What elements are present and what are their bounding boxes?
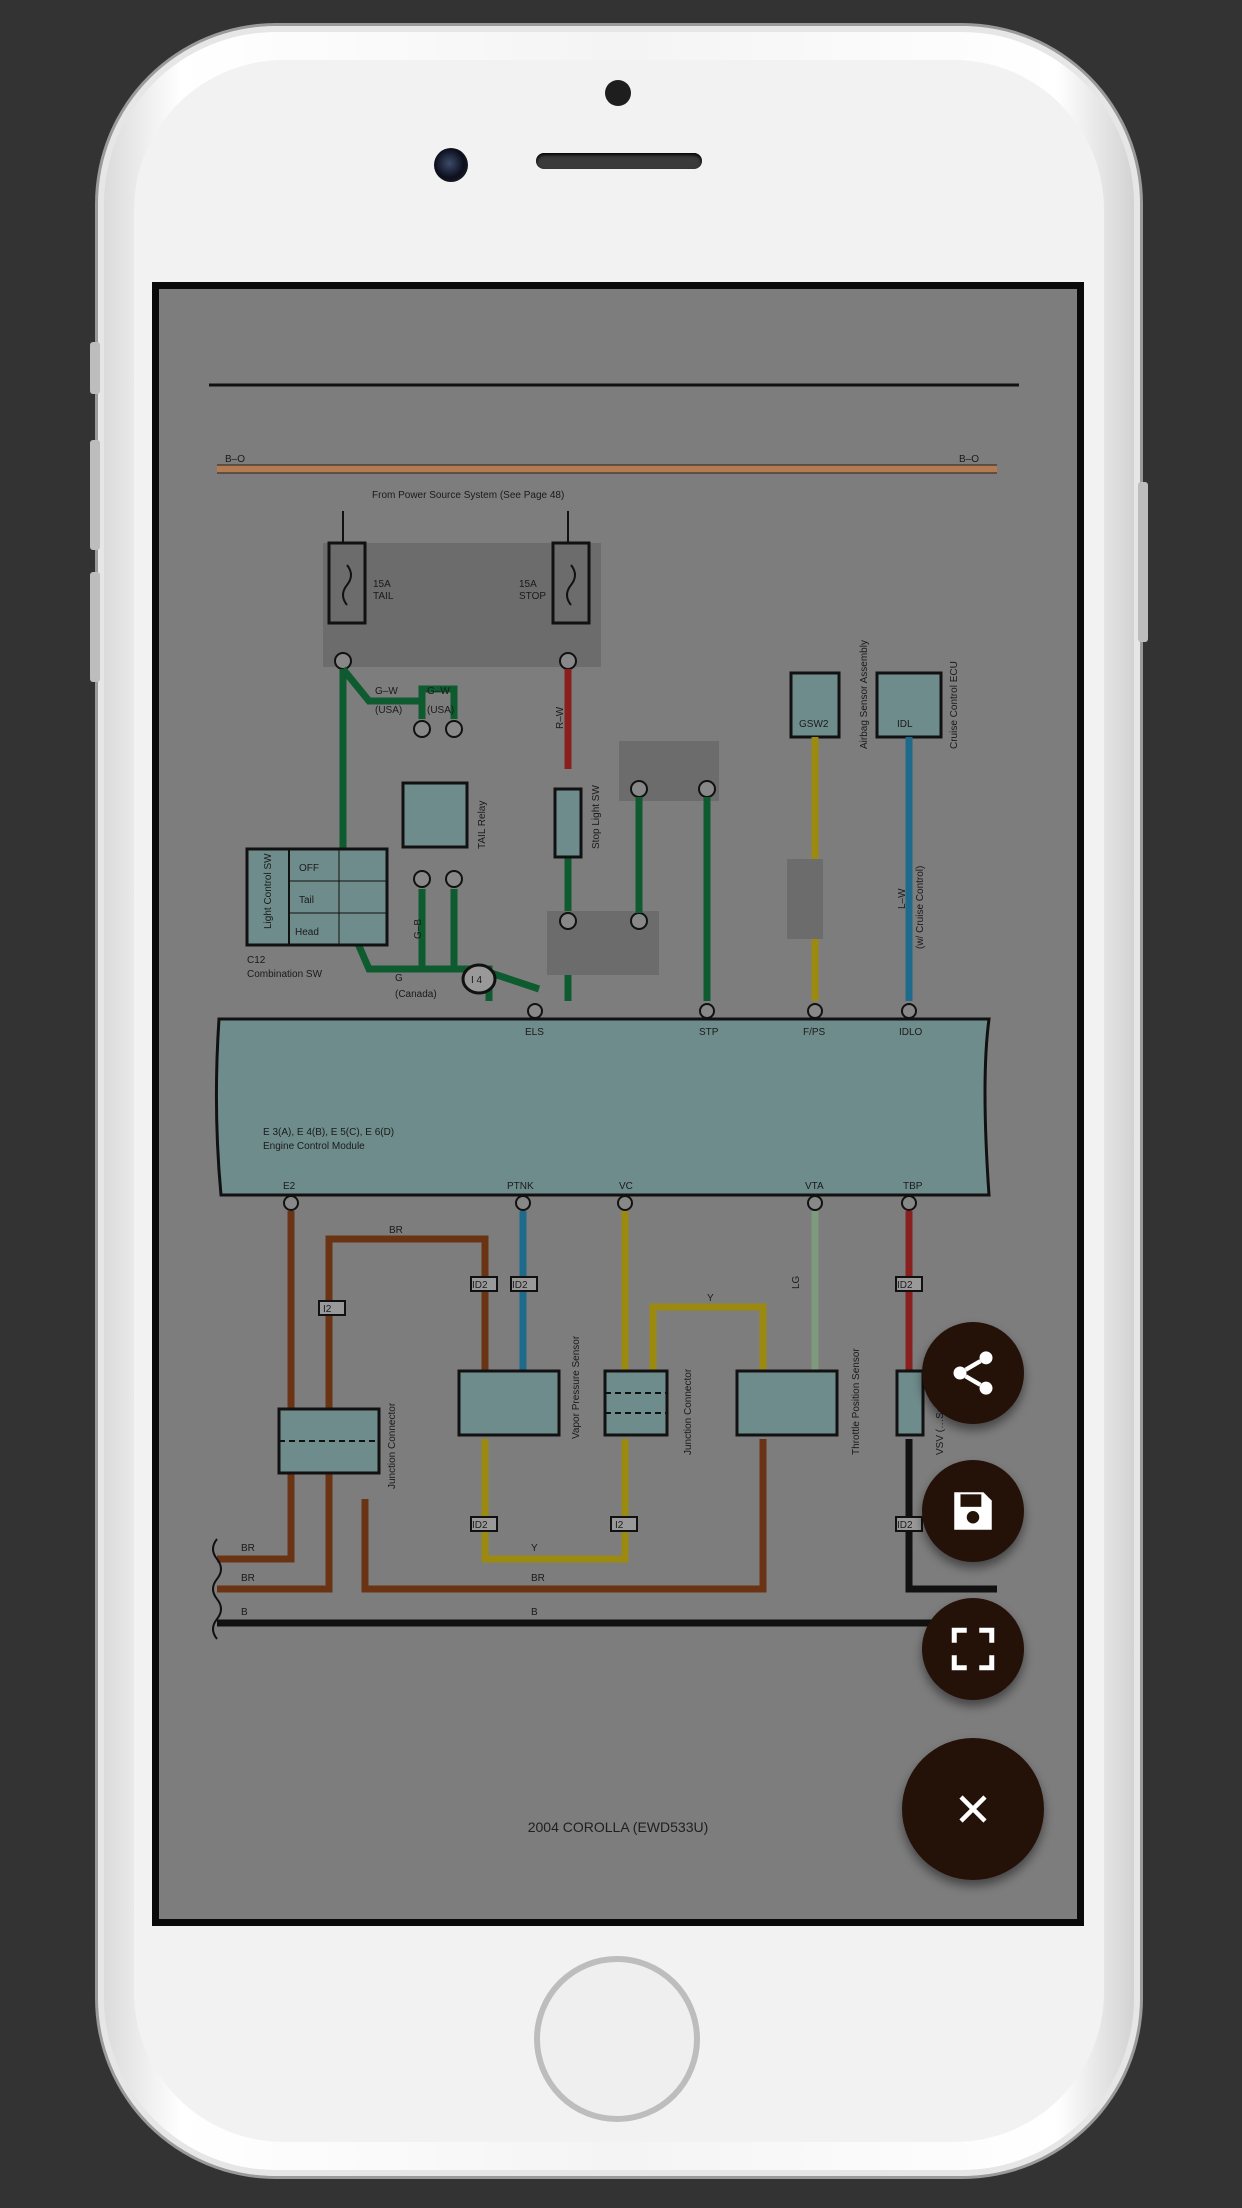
wire-lw-label: L–W [897, 888, 908, 909]
wire-b-1: B [241, 1607, 248, 1618]
fuse-tail-rating: 15A [373, 579, 391, 590]
wire-y-2: Y [707, 1293, 714, 1304]
wire-b-2: B [531, 1607, 538, 1618]
pin-fps: F/PS [803, 1027, 826, 1038]
connector-i2-2: I2 [615, 1520, 624, 1531]
pin-e2: E2 [283, 1181, 296, 1192]
throttle-sensor-label: Throttle Position Sensor [851, 1348, 862, 1455]
home-button[interactable] [534, 1956, 700, 2122]
wire-rw-label: R–W [555, 706, 566, 729]
junction-j2-label: Junction Connector [387, 1402, 398, 1489]
front-camera [434, 148, 468, 182]
vapor-sensor-label: Vapor Pressure Sensor [571, 1335, 582, 1439]
bus-label-right: B–O [959, 454, 979, 465]
share-icon [953, 1351, 993, 1395]
pin-stp: STP [699, 1027, 719, 1038]
idl-label: IDL [897, 719, 913, 730]
vsv-label: VSV (…Sensor) [935, 1384, 946, 1455]
canada-label: (Canada) [395, 989, 437, 1000]
earpiece-speaker [536, 153, 702, 169]
pin-vc: VC [619, 1181, 633, 1192]
connector-id2-3: ID2 [472, 1520, 488, 1531]
fuse-stop-name: STOP [519, 591, 546, 602]
bus-label-left: B–O [225, 454, 245, 465]
connector-i2-1: I2 [323, 1304, 332, 1315]
volume-up-button [90, 440, 100, 550]
wire-usa-label-1: (USA) [375, 705, 402, 716]
combination-sw-name: Combination SW [247, 969, 323, 980]
pin-vta: VTA [805, 1181, 824, 1192]
switch-off-label: OFF [299, 863, 319, 874]
pin-tbp: TBP [903, 1181, 923, 1192]
gsw2-label: GSW2 [799, 719, 829, 730]
wire-br-2: BR [241, 1573, 255, 1584]
fuse-tail-name: TAIL [373, 591, 394, 602]
volume-down-button [90, 572, 100, 682]
pin-idlo: IDLO [899, 1027, 923, 1038]
connector-id2-2: ID2 [512, 1280, 528, 1291]
fullscreen-icon [951, 1627, 995, 1671]
wire-gw-label-1: G–W [375, 686, 398, 697]
light-control-sw-label: Light Control SW [263, 853, 274, 929]
connector-i4: I 4 [471, 975, 483, 986]
wire-y-1: Y [531, 1543, 538, 1554]
tail-relay-label: TAIL Relay [477, 801, 488, 849]
wire-br-1: BR [241, 1543, 255, 1554]
power-source-note: From Power Source System (See Page 48) [372, 490, 564, 501]
wire-usa-label-2: (USA) [427, 705, 454, 716]
wire-gw-label-2: G–W [427, 686, 450, 697]
wire-gb-label: G–B [413, 919, 424, 939]
power-button [1138, 482, 1148, 642]
wire-br-4: BR [389, 1225, 403, 1236]
mute-switch [90, 342, 100, 394]
wire-lg-label: LG [791, 1275, 802, 1289]
connector-id2-5: ID2 [897, 1520, 913, 1531]
fuse-stop-rating: 15A [519, 579, 537, 590]
save-button[interactable] [922, 1460, 1024, 1562]
airbag-sensor-label: Airbag Sensor Assembly [859, 640, 870, 749]
pin-els: ELS [525, 1027, 544, 1038]
pin-ptnk: PTNK [507, 1181, 534, 1192]
wiring-diagram: B–O B–O From Power Source System (See Pa… [209, 383, 1019, 1640]
diagram-caption: 2004 COROLLA (EWD533U) [527, 1819, 709, 1835]
switch-tail-label: Tail [299, 895, 314, 906]
close-icon [959, 1795, 987, 1823]
switch-head-label: Head [295, 927, 319, 938]
fullscreen-button[interactable] [922, 1598, 1024, 1700]
wire-g-label: G [395, 973, 403, 984]
proximity-sensor [605, 80, 631, 106]
connector-id2-4: ID2 [897, 1280, 913, 1291]
ecm-name: Engine Control Module [263, 1141, 365, 1152]
share-button[interactable] [922, 1322, 1024, 1424]
w-cruise-label: (w/ Cruise Control) [915, 866, 926, 949]
combination-sw-code: C12 [247, 955, 266, 966]
save-icon [954, 1492, 992, 1530]
close-button[interactable] [902, 1738, 1044, 1880]
stop-light-sw-label: Stop Light SW [591, 785, 602, 849]
connector-id2-1: ID2 [472, 1280, 488, 1291]
wire-br-3: BR [531, 1573, 545, 1584]
cruise-ecu-label: Cruise Control ECU [949, 661, 960, 749]
ecm-codes: E 3(A), E 4(B), E 5(C), E 6(D) [263, 1127, 394, 1138]
junction-j3-label: Junction Connector [683, 1368, 694, 1455]
